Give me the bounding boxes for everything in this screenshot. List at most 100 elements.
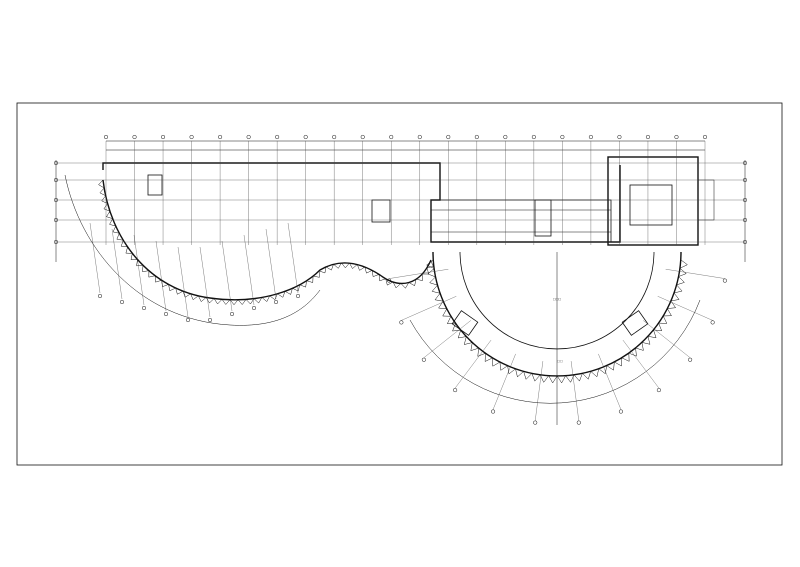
facade-tooth	[116, 233, 124, 241]
grid-bubble-icon	[332, 134, 337, 140]
facade-tooth	[515, 368, 524, 378]
facade-tooth	[299, 280, 307, 288]
grid-bubble-icon	[141, 305, 147, 311]
facade-tooth	[205, 297, 215, 304]
radial-axis-right	[643, 320, 691, 358]
radial-axis-left	[287, 222, 299, 294]
wing-outline	[102, 162, 621, 243]
grid-bubble-icon	[503, 134, 508, 140]
facade-tooth	[470, 342, 479, 352]
grid-bubble-icon	[119, 299, 125, 305]
grid-bubble-icon	[189, 134, 194, 140]
facade-tooth	[431, 285, 441, 294]
radial-axis-right	[454, 339, 492, 389]
grid-bubble-icon	[560, 134, 565, 140]
facade-tooth	[112, 225, 120, 234]
grid-bubble-icon	[576, 420, 581, 425]
facade-tooth	[136, 259, 144, 267]
lower-arc-label: □□	[557, 359, 563, 363]
grid-bubble-icon	[163, 311, 169, 317]
facade-tooth	[422, 267, 430, 275]
facade-tooth	[676, 276, 685, 286]
drawing-frame	[16, 102, 783, 466]
grid-bubble-icon	[246, 134, 251, 140]
grid-bubble-icon	[742, 239, 748, 245]
grid-bubble-icon	[742, 177, 748, 183]
radial-axis-right	[423, 320, 471, 358]
facade-tooth	[573, 373, 583, 382]
facade-tooth	[667, 300, 676, 309]
facade-tooth	[253, 297, 263, 304]
facade-tooth	[408, 279, 417, 287]
facade-tooth	[499, 362, 508, 371]
corridor	[430, 199, 612, 243]
grid-bubble-icon	[453, 388, 458, 393]
facade-tooth	[378, 274, 386, 282]
facade-tooth	[426, 260, 434, 268]
grid-bubble-icon	[417, 134, 422, 140]
tower-core	[629, 184, 673, 226]
grid-bubble-icon	[533, 420, 538, 425]
facade-tooth	[614, 357, 622, 367]
grid-bubble-icon	[53, 239, 59, 245]
circular-space-label: □□□	[553, 297, 562, 301]
facade-tooth	[484, 353, 493, 362]
facade-tooth	[477, 348, 486, 357]
facade-tooth	[590, 368, 600, 378]
facade-tooth	[429, 276, 438, 286]
facade-tooth	[385, 278, 394, 286]
radial-axis-right	[657, 296, 713, 321]
grid-bubble-icon	[474, 134, 479, 140]
radial-axis-right	[570, 361, 579, 421]
facade-tooth	[434, 293, 444, 302]
outer-arc-left	[64, 174, 321, 326]
radial-axis-right	[389, 269, 449, 279]
facade-tooth	[457, 330, 467, 339]
column-grid	[56, 141, 745, 421]
facade-tooth	[670, 292, 680, 302]
facade-tooth	[237, 299, 247, 305]
facade-tooth	[582, 371, 591, 380]
radial-axis-left	[199, 246, 211, 318]
grid-bubble-icon	[446, 134, 451, 140]
grid-bubble-icon	[360, 134, 365, 140]
facade-tooth	[161, 280, 169, 288]
grid-bubble-icon	[710, 320, 715, 325]
facade-tooth	[463, 336, 473, 345]
facade-tooth	[333, 262, 342, 269]
facade-tooth	[679, 259, 688, 269]
radial-axis-left	[111, 228, 123, 300]
grid-bubble-icon	[207, 317, 213, 323]
grid-bubble-icon	[303, 134, 308, 140]
radial-axis-right	[665, 269, 725, 279]
facade-tooth	[357, 264, 366, 271]
facade-tooth	[438, 301, 447, 310]
grid-bubble-icon	[399, 320, 404, 325]
grid-bubble-icon	[387, 278, 392, 283]
facade-tooth	[341, 262, 350, 269]
grid-bubble-icon	[160, 134, 166, 140]
facade-tooth	[400, 282, 410, 289]
facade-tooth	[446, 316, 456, 324]
facade-tooth	[120, 240, 128, 248]
facade-tooth	[319, 266, 327, 274]
facade-tooth	[556, 375, 566, 384]
grid-bubble-icon	[531, 134, 536, 140]
grid-bubble-icon	[491, 409, 496, 414]
facade-tooth	[442, 308, 451, 317]
grid-bubble-icon	[722, 278, 727, 283]
grid-bubble-icon	[421, 357, 426, 362]
grid-bubble-icon	[229, 311, 235, 317]
radial-axis-left	[243, 234, 255, 306]
facade-tooth	[452, 323, 461, 332]
facade-tooth	[325, 264, 334, 271]
facade-tooth	[531, 373, 541, 382]
facade-tooth	[507, 365, 516, 375]
grid-bubble-icon	[688, 357, 693, 362]
facade-tooth	[678, 268, 687, 277]
facade-tooth	[229, 299, 239, 306]
facade-tooth	[548, 375, 558, 384]
facade-tooth	[647, 329, 657, 339]
grid-bubble-icon	[674, 134, 679, 140]
